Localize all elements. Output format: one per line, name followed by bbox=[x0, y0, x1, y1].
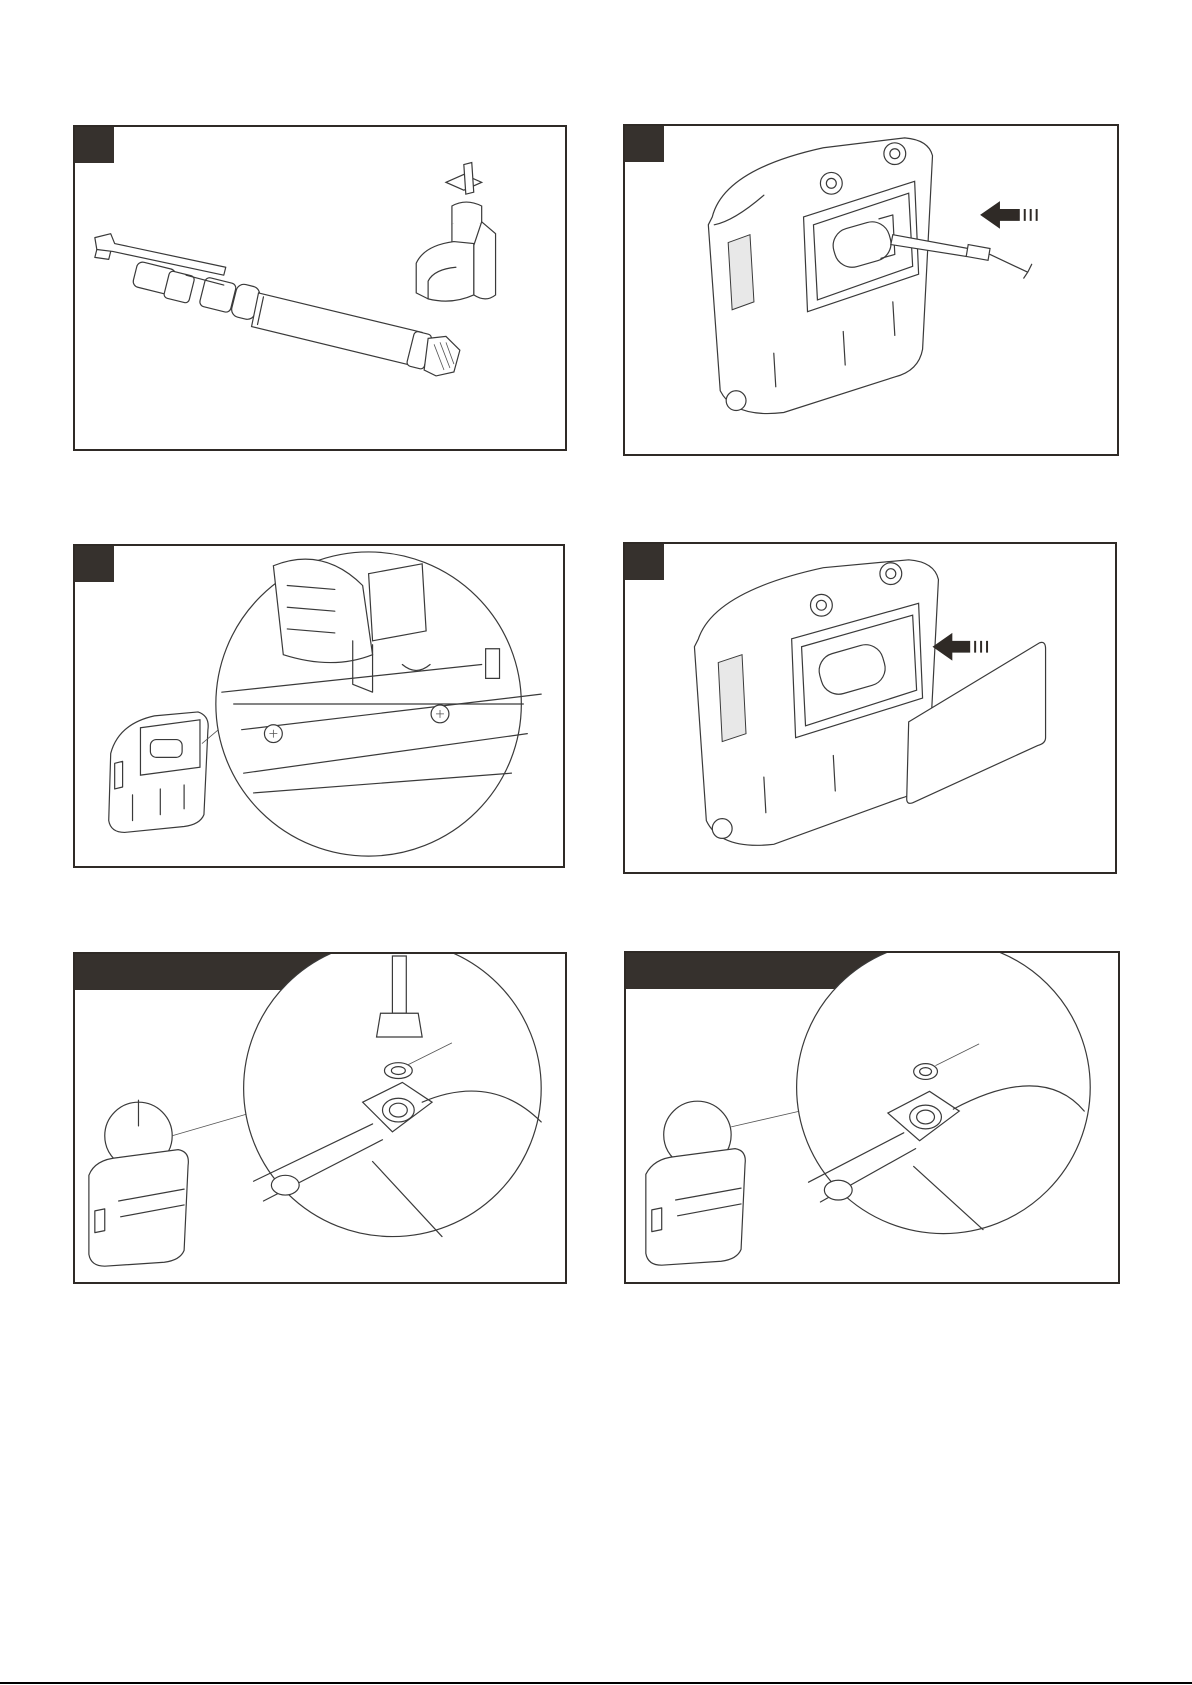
cistern-hose-illustration bbox=[625, 126, 1117, 454]
tool-and-faucet-illustration bbox=[75, 127, 565, 449]
valve-detail-illustration bbox=[75, 546, 563, 866]
top-inlet-illustration bbox=[626, 953, 1118, 1282]
small-cistern-icon bbox=[646, 1101, 745, 1265]
small-cistern-icon bbox=[89, 1100, 188, 1266]
page-bottom-rule bbox=[0, 1682, 1192, 1684]
small-cistern-icon bbox=[109, 712, 208, 832]
zoom-circle-icon bbox=[797, 953, 1091, 1234]
top-inlet-with-tool-illustration bbox=[75, 954, 565, 1282]
cistern-tank-icon bbox=[694, 560, 938, 846]
push-arrow-icon bbox=[932, 633, 988, 661]
panel-step-4 bbox=[623, 542, 1117, 874]
panel-step-3 bbox=[73, 544, 565, 868]
panel-step-2 bbox=[623, 124, 1119, 456]
push-arrow-icon bbox=[980, 201, 1038, 229]
zoom-circle-icon bbox=[216, 552, 541, 856]
faucet-icon bbox=[416, 163, 495, 302]
cleaning-tool-icon bbox=[95, 234, 460, 376]
panel-step-5 bbox=[73, 952, 567, 1284]
cover-plate-illustration bbox=[625, 544, 1115, 872]
cistern-tank-icon bbox=[708, 138, 932, 414]
panel-step-1 bbox=[73, 125, 567, 451]
panel-step-6 bbox=[624, 951, 1120, 1284]
zoom-circle-icon bbox=[244, 954, 542, 1237]
